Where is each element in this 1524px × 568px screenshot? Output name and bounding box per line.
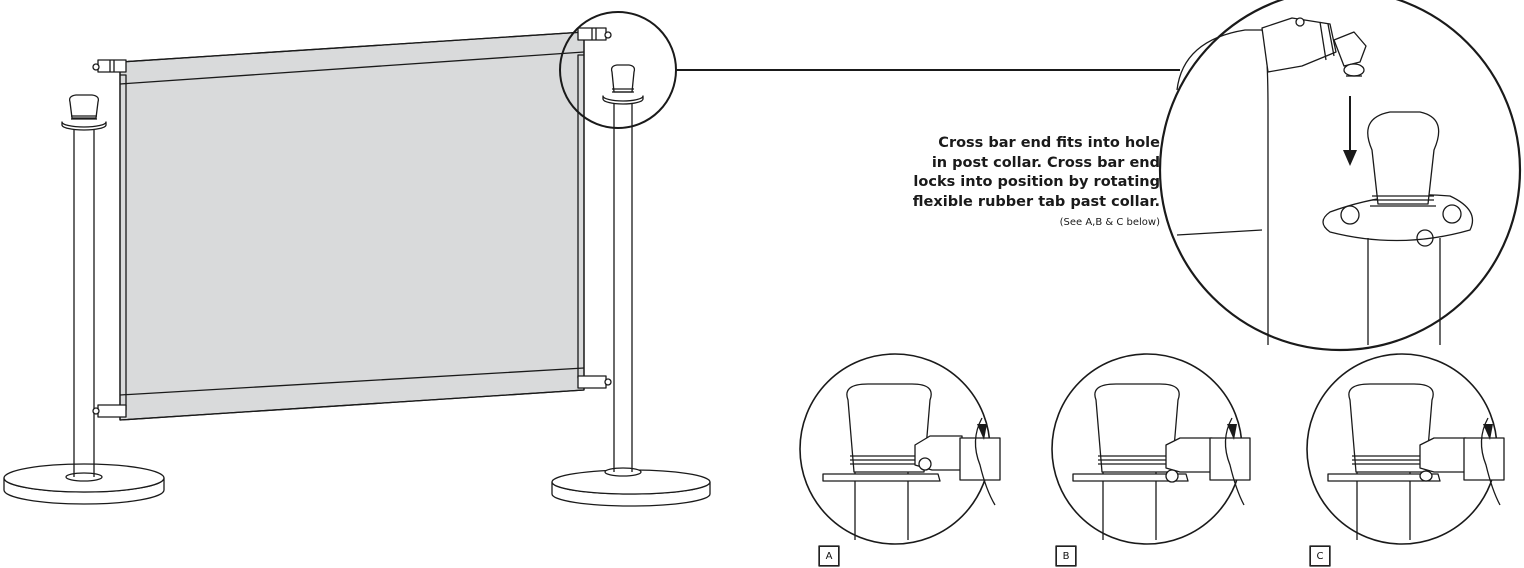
instruction-line: flexible rubber tab past collar. (912, 193, 1160, 210)
left-post (3, 94, 165, 505)
instruction-text: Cross bar end fits into hole in post col… (850, 134, 1160, 212)
detail-circle (1158, 0, 1522, 352)
instruction-line: locks into position by rotating (913, 174, 1160, 190)
step-b-detail (1051, 353, 1251, 567)
instruction-line: in post collar. Cross bar end (931, 154, 1160, 171)
instruction-callout: Cross bar end fits into hole in post col… (850, 134, 1160, 230)
instruction-note: (See A,B & C below) (1059, 217, 1160, 228)
step-label-a: A (819, 546, 839, 566)
right-post (551, 64, 711, 507)
instruction-line: Cross bar end fits into hole (938, 135, 1160, 151)
step-c-detail (1306, 353, 1505, 567)
step-a-detail (799, 353, 1001, 567)
step-label-c: C (1310, 546, 1330, 566)
banner (92, 27, 612, 421)
magnify-callout (559, 0, 1522, 352)
step-label-b: B (1056, 546, 1076, 566)
